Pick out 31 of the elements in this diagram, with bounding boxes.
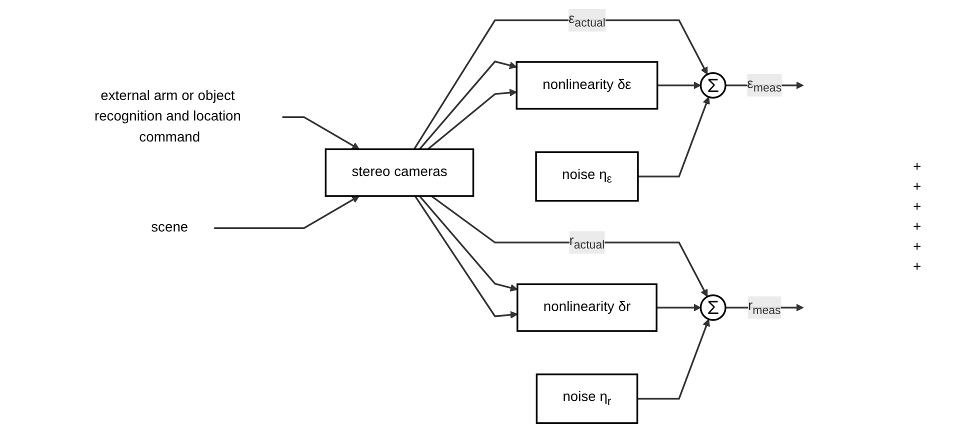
arrow [419,60,518,150]
arrow [656,304,702,312]
arrow [282,116,360,150]
arrow [638,318,710,400]
node-box: nonlinearity δr [516,283,658,332]
sign-label: + [913,238,922,254]
arrow [414,19,708,150]
node-text: scene [152,220,189,236]
node-text: external arm or object recognition and location command [94,88,242,145]
arrow [658,82,702,90]
arrow [414,196,518,319]
arrow [419,195,518,292]
node-circle: Σ [700,294,727,321]
node-box: noise η$_{r}$ [536,374,639,424]
edge-label: r$_{meas}$ [748,298,782,316]
arrow [431,195,708,297]
edge-label: ε$_{meas}$ [748,76,782,94]
sign-label: + [913,158,922,174]
edge-label: ε$_{actual}$ [568,12,606,30]
node-box: nonlinearity δε [516,61,659,110]
arrow [214,196,360,229]
edge-label: r$_{actual}$ [570,234,606,252]
node-box: stereo cameras [325,148,475,197]
sign-label: + [913,178,922,194]
sign-label: + [913,218,922,234]
arrow [638,96,710,178]
node-box: noise η$_{ε}$ [536,151,640,202]
node-circle: Σ [700,72,727,99]
sign-label: + [913,258,922,274]
sign-label: + [913,198,922,214]
arrow [428,88,518,150]
